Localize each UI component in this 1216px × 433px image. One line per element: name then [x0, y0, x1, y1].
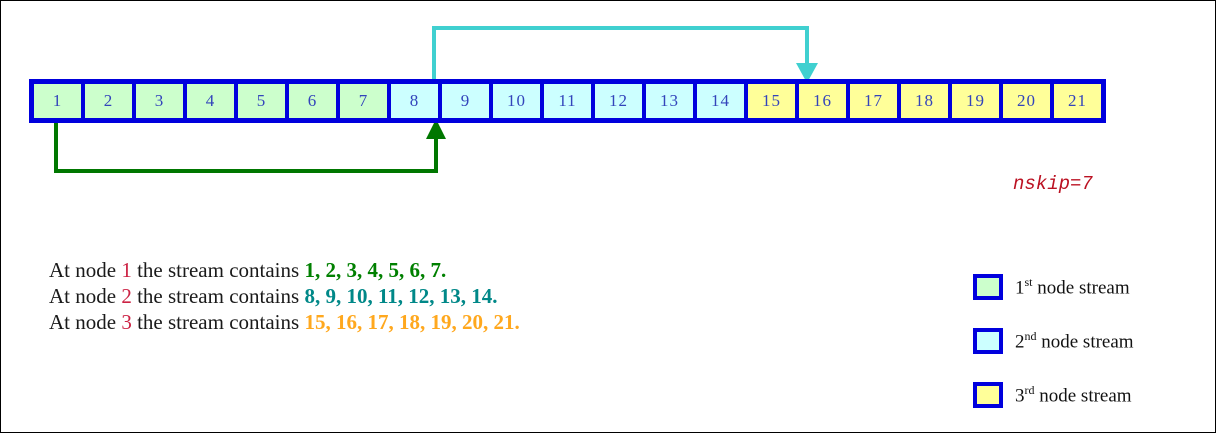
array-cell-value: 12 [609, 91, 628, 110]
legend-swatch [973, 274, 1003, 300]
description-node-number: 3 [121, 310, 132, 334]
array-cell-value: 2 [103, 91, 114, 110]
array-cell: 18 [899, 82, 950, 120]
description-block: At node 1 the stream contains 1, 2, 3, 4… [49, 257, 520, 335]
array-cell-value: 7 [358, 91, 369, 110]
array-cell: 6 [287, 82, 338, 120]
array-cell: 19 [950, 82, 1001, 120]
description-middle: the stream contains [131, 310, 305, 334]
array-cell: 1 [32, 82, 83, 120]
array-cell-value: 6 [307, 91, 318, 110]
legend-swatch [973, 382, 1003, 408]
array-cell-value: 21 [1068, 91, 1087, 110]
description-node-number: 1 [121, 258, 132, 282]
array-cell: 4 [185, 82, 236, 120]
legend-text: node stream [1032, 277, 1130, 299]
array-cell: 10 [491, 82, 542, 120]
array-cell-value: 18 [915, 91, 934, 110]
legend-label: 3rd node stream [1015, 383, 1132, 407]
array-cell-value: 9 [460, 91, 471, 110]
description-middle: the stream contains [131, 284, 305, 308]
nskip-label: nskip=7 [1013, 173, 1093, 195]
description-middle: the stream contains [131, 258, 305, 282]
array-cell-value: 8 [409, 91, 420, 110]
array-cell: 9 [440, 82, 491, 120]
description-prefix: At node [49, 258, 122, 282]
array-cell-value: 14 [711, 91, 730, 110]
array-cell: 2 [83, 82, 134, 120]
array-cell-value: 16 [813, 91, 832, 110]
array-cell: 21 [1052, 82, 1103, 120]
description-line: At node 1 the stream contains 1, 2, 3, 4… [49, 257, 520, 283]
legend-row: 2nd node stream [973, 327, 1134, 355]
array-cell: 12 [593, 82, 644, 120]
array-cell-value: 11 [558, 91, 577, 110]
array-cell: 16 [797, 82, 848, 120]
legend-row: 1st node stream [973, 273, 1134, 301]
skip-arrow-green-group [54, 119, 446, 173]
array-cell: 3 [134, 82, 185, 120]
legend-ordinal-suffix: nd [1024, 328, 1037, 343]
legend-ordinal: 3 [1015, 385, 1025, 407]
description-node-number: 2 [121, 284, 132, 308]
legend-swatch [973, 328, 1003, 354]
array-cell: 13 [644, 82, 695, 120]
array-cell: 17 [848, 82, 899, 120]
array-cell: 15 [746, 82, 797, 120]
array-cell-value: 17 [864, 91, 883, 110]
legend-ordinal-suffix: st [1024, 274, 1033, 289]
array-cell: 8 [389, 82, 440, 120]
legend-label: 2nd node stream [1015, 329, 1134, 353]
description-stream-values: 8, 9, 10, 11, 12, 13, 14. [304, 284, 498, 308]
array-cell-value: 20 [1017, 91, 1036, 110]
array-cell-value: 1 [52, 91, 63, 110]
array-cell-value: 13 [660, 91, 679, 110]
description-line: At node 2 the stream contains 8, 9, 10, … [49, 283, 520, 309]
array-cell-value: 4 [205, 91, 216, 110]
description-prefix: At node [49, 284, 122, 308]
array-cell-value: 3 [154, 91, 165, 110]
array-cell: 14 [695, 82, 746, 120]
description-line: At node 3 the stream contains 15, 16, 17… [49, 309, 520, 335]
array-cell-value: 10 [507, 91, 526, 110]
array-cell: 7 [338, 82, 389, 120]
legend-text: node stream [1036, 331, 1134, 353]
legend-text: node stream [1034, 385, 1132, 407]
array-cell: 5 [236, 82, 287, 120]
legend-label: 1st node stream [1015, 275, 1130, 299]
legend-row: 3rd node stream [973, 381, 1134, 409]
skip-arrow-cyan-group [432, 26, 818, 83]
legend-ordinal-suffix: rd [1024, 382, 1035, 397]
legend-ordinal: 2 [1015, 331, 1025, 353]
array-cell-value: 5 [256, 91, 267, 110]
legend-ordinal: 1 [1015, 277, 1025, 299]
description-stream-values: 15, 16, 17, 18, 19, 20, 21. [304, 310, 520, 334]
description-stream-values: 1, 2, 3, 4, 5, 6, 7. [304, 258, 447, 282]
array-cell-value: 19 [966, 91, 985, 110]
array-cell-value: 15 [762, 91, 781, 110]
description-prefix: At node [49, 310, 122, 334]
array-cell: 11 [542, 82, 593, 120]
array-cell: 20 [1001, 82, 1052, 120]
